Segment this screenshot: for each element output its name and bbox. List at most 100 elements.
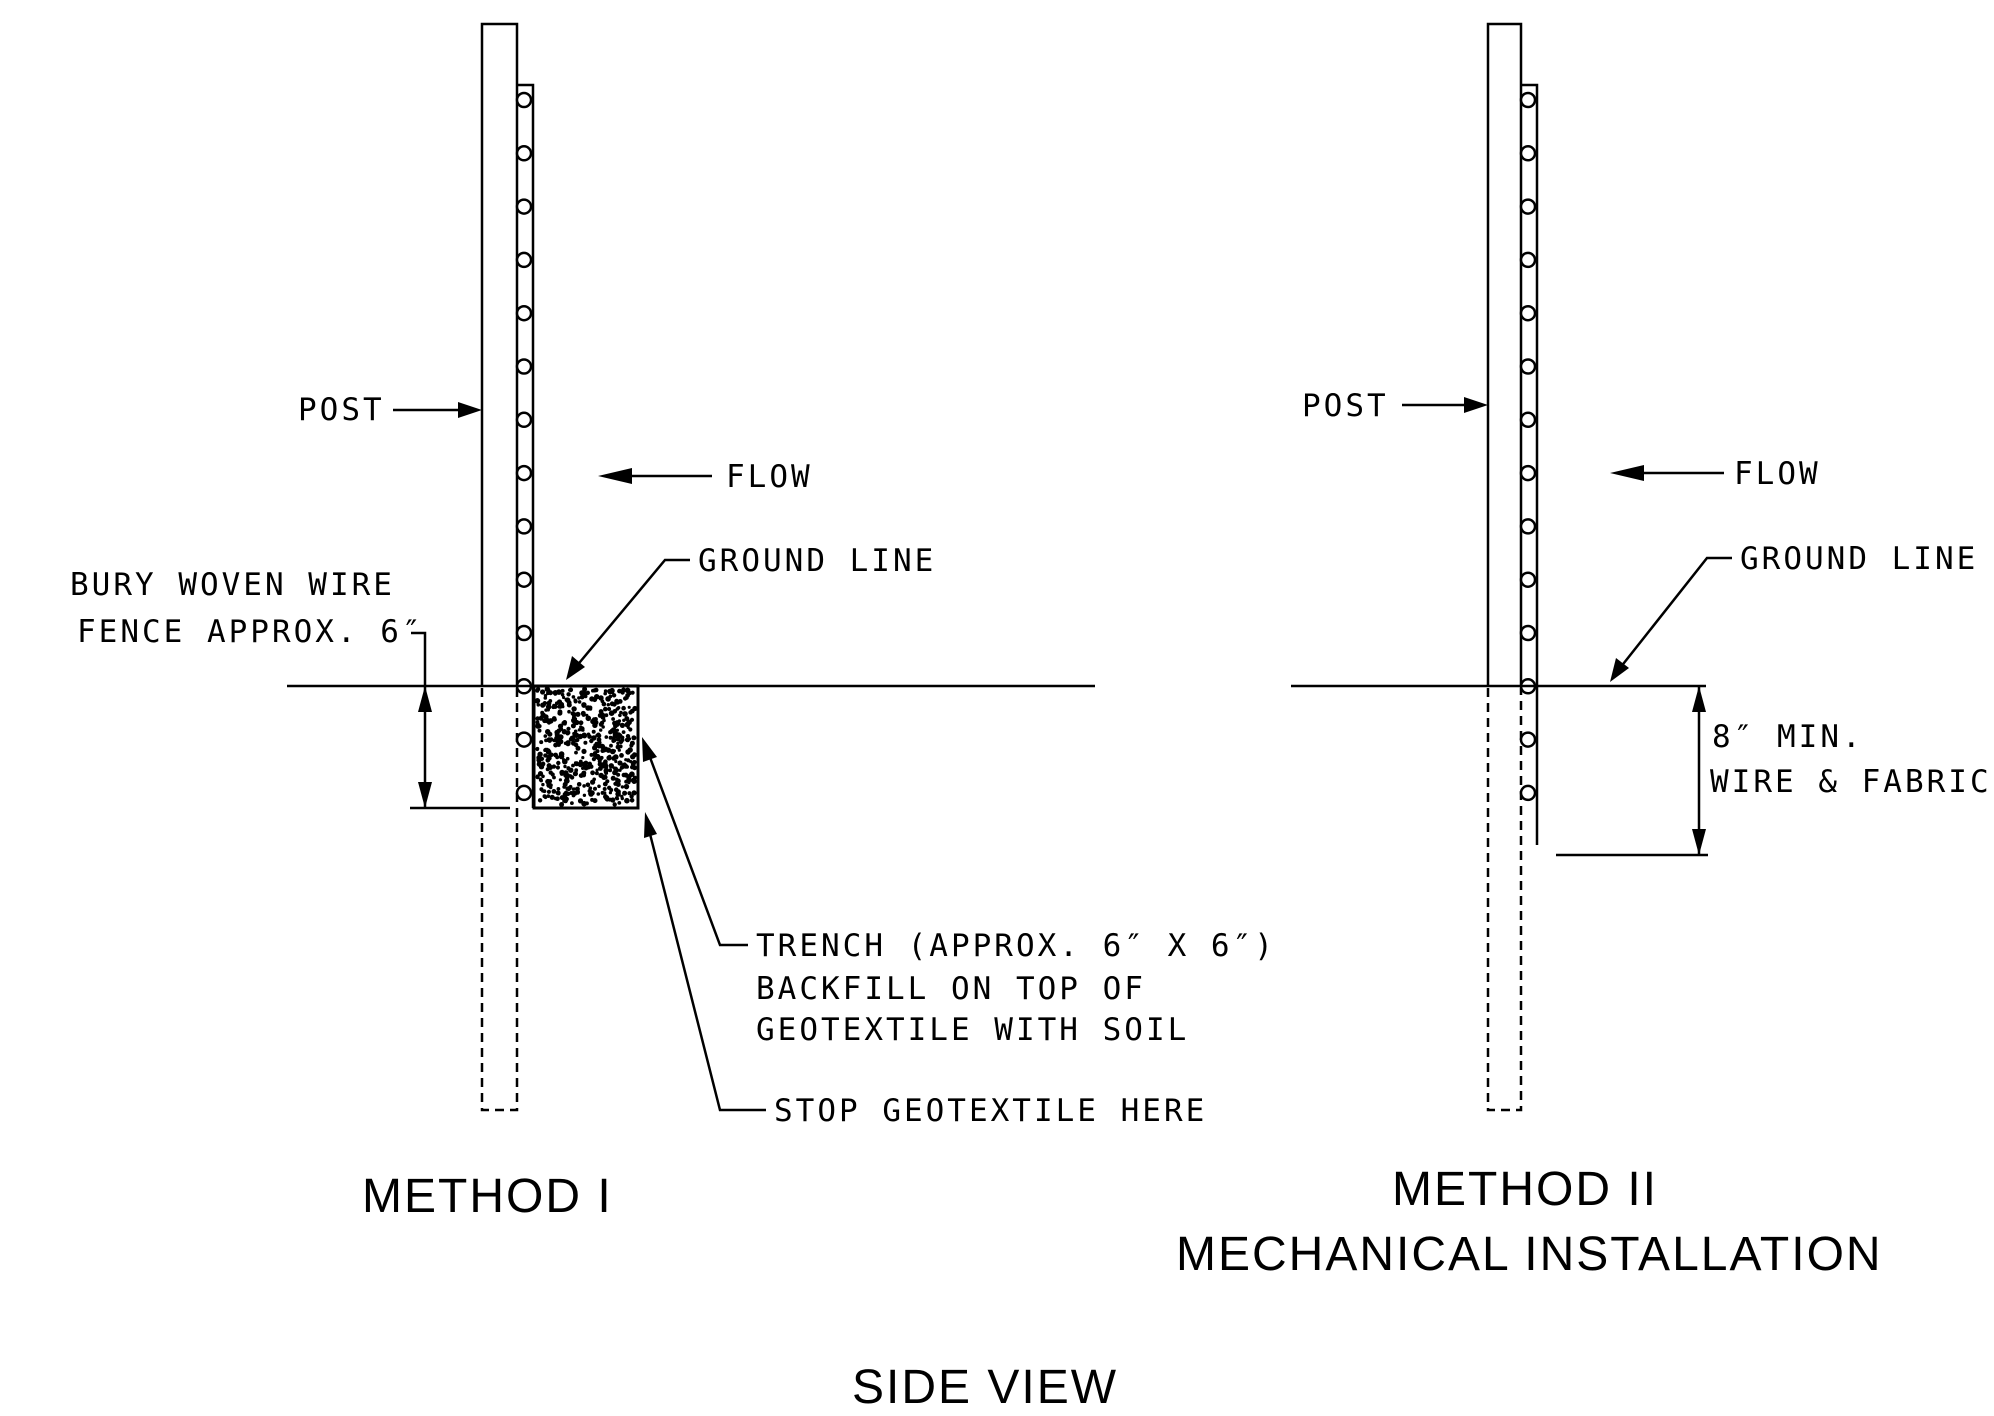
stipple-dot: [610, 775, 616, 781]
stipple-dot: [575, 711, 581, 717]
method-1-post-leader: [393, 402, 482, 418]
stipple-dot: [542, 794, 547, 799]
stipple-dot: [632, 752, 637, 758]
method-1-ground-line-label: GROUND LINE: [698, 543, 936, 579]
trench-stipple: [534, 686, 638, 807]
side-view-title: SIDE VIEW: [852, 1361, 1118, 1414]
stipple-dot: [592, 745, 598, 751]
stipple-dot: [631, 735, 637, 741]
stipple-dot: [544, 686, 550, 692]
stipple-dot: [611, 737, 617, 743]
stipple-dot: [555, 765, 561, 770]
stipple-dot: [565, 740, 571, 746]
trench-label-line2: BACKFILL ON TOP OF: [756, 971, 1146, 1007]
stipple-dot: [556, 699, 563, 705]
stipple-dot: [629, 743, 634, 748]
stipple-dot: [568, 688, 572, 692]
stipple-dot: [619, 765, 625, 770]
stipple-dot: [562, 695, 566, 700]
stipple-dot: [608, 768, 613, 773]
stipple-dot: [556, 791, 561, 796]
stipple-dot: [537, 771, 544, 777]
stipple-dot: [548, 690, 553, 696]
method-1-ground-line-leader: [566, 558, 690, 680]
stipple-dot: [627, 791, 632, 796]
stipple-dot: [585, 715, 592, 722]
stipple-dot: [535, 722, 541, 727]
stop-geotextile-label: STOP GEOTEXTILE HERE: [774, 1093, 1207, 1129]
stipple-dot: [573, 742, 579, 748]
stipple-dot: [606, 755, 612, 761]
method-2-title-line2: MECHANICAL INSTALLATION: [1176, 1228, 1883, 1281]
stipple-dot: [583, 740, 588, 745]
stipple-dot: [609, 687, 615, 694]
stipple-dot: [605, 747, 612, 753]
trench-label-line1: TRENCH (APPROX. 6″ X 6″): [756, 928, 1276, 964]
stipple-dot: [565, 731, 570, 736]
stipple-dot: [540, 689, 546, 695]
stipple-dot: [574, 719, 580, 726]
stipple-dot: [546, 789, 552, 794]
fence-wire-ring: [1519, 251, 1537, 269]
stipple-dot: [614, 777, 619, 781]
stipple-dot: [602, 787, 607, 791]
stipple-dot: [546, 748, 551, 753]
stipple-dot: [544, 738, 548, 743]
stipple-dot: [609, 701, 615, 707]
stipple-dot: [545, 767, 550, 772]
min-depth-dimension: [1556, 686, 1708, 857]
stipple-dot: [579, 690, 585, 696]
stipple-dot: [573, 699, 578, 704]
stipple-dot: [581, 732, 587, 739]
method-1-post-buried: [480, 688, 519, 1112]
stipple-dot: [616, 772, 621, 777]
stipple-dot: [548, 770, 553, 775]
stipple-dot: [588, 764, 594, 769]
stipple-dot: [612, 730, 619, 737]
stipple-dot: [581, 756, 585, 760]
method-1-fence-fabric: [515, 83, 535, 808]
stipple-dot: [623, 772, 629, 778]
stipple-dot: [592, 688, 597, 693]
stipple-dot: [595, 749, 600, 754]
stipple-dot: [615, 737, 620, 742]
fence-wire-ring: [515, 571, 533, 588]
fence-wire-ring: [515, 145, 533, 162]
stipple-dot: [563, 796, 569, 802]
stipple-dot: [543, 734, 548, 738]
stipple-dot: [597, 784, 601, 789]
fence-wire-ring: [515, 304, 533, 322]
stipple-dot: [563, 778, 569, 784]
stipple-dot: [615, 721, 621, 726]
stipple-dot: [577, 696, 581, 700]
stipple-dot: [535, 689, 540, 693]
fence-wire-ring: [1519, 731, 1537, 748]
stipple-dot: [539, 787, 544, 792]
stipple-dot: [579, 694, 585, 700]
stipple-dot: [562, 720, 568, 725]
stipple-dot: [543, 753, 548, 758]
stipple-dot: [562, 758, 568, 765]
stipple-dot: [607, 785, 612, 790]
stipple-dot: [598, 772, 604, 779]
stipple-dot: [589, 752, 594, 757]
fence-wire-ring: [1519, 304, 1537, 322]
stipple-dot: [551, 789, 557, 794]
stipple-dot: [573, 729, 578, 734]
stipple-dot: [565, 791, 571, 796]
stipple-dot: [566, 692, 571, 697]
stipple-dot: [543, 748, 547, 752]
stipple-dot: [598, 695, 604, 701]
stipple-dot: [611, 693, 617, 698]
stipple-dot: [537, 728, 542, 733]
stipple-dot: [613, 769, 617, 774]
stipple-dot: [606, 703, 610, 707]
stipple-dot: [556, 760, 561, 766]
stipple-dot: [548, 699, 553, 703]
stipple-dot: [627, 690, 632, 696]
fence-wire-ring: [1519, 571, 1537, 588]
stipple-dot: [591, 757, 597, 762]
stipple-dot: [545, 757, 551, 763]
stipple-dot: [540, 761, 546, 767]
stipple-dot: [618, 713, 622, 718]
